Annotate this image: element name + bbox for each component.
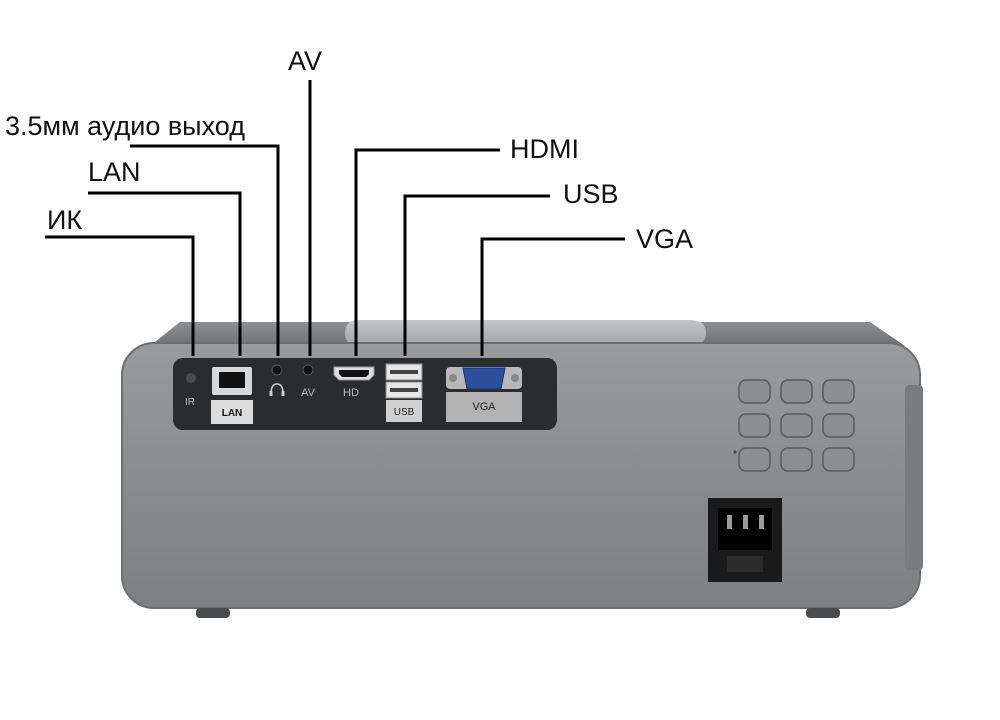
hdmi-port-socket — [339, 370, 369, 377]
leader-vga — [480, 237, 625, 356]
keypad-button-3 — [822, 379, 855, 404]
lan-label-plate — [211, 400, 253, 424]
top-lens-plate — [345, 320, 706, 346]
ir-sensor — [186, 373, 196, 383]
keypad-button-2 — [780, 379, 813, 404]
foot-left — [196, 608, 230, 618]
panel-label-usb: USB — [394, 407, 415, 418]
callout-lan: LAN — [88, 157, 141, 187]
callout-vga: VGA — [636, 224, 694, 254]
panel-label-lan: LAN — [222, 408, 243, 419]
panel-label-av: AV — [301, 387, 316, 399]
panel-label-ir: IR — [185, 397, 195, 408]
leader-usb — [403, 194, 550, 356]
keypad-button-7 — [738, 447, 771, 472]
keypad-button-9 — [822, 447, 855, 472]
callout-audio: 3.5мм аудио выход — [5, 111, 245, 141]
audio-jack — [271, 364, 283, 376]
keypad-indicator — [733, 450, 737, 454]
lan-port-socket — [219, 372, 245, 388]
connector-panel: IR LAN AV HD USB VGA — [173, 358, 557, 430]
keypad-button-4 — [738, 413, 771, 438]
panel-label-vga: VGA — [472, 401, 496, 413]
vga-port — [462, 367, 506, 390]
panel-label-hd: HD — [343, 387, 359, 399]
leader-lan — [88, 191, 242, 356]
headphone-icon — [269, 383, 285, 396]
callout-ir: ИК — [47, 205, 83, 235]
keypad-button-6 — [822, 413, 855, 438]
callout-usb: USB — [563, 179, 619, 209]
control-keypad — [738, 379, 855, 472]
vga-label-plate — [446, 392, 522, 422]
side-vent — [905, 385, 923, 570]
usb-label-plate — [386, 400, 422, 422]
leader-ir — [45, 235, 195, 356]
leader-hdmi — [354, 148, 500, 356]
keypad-button-8 — [780, 447, 813, 472]
av-jack — [302, 364, 314, 376]
keypad-button-5 — [780, 413, 813, 438]
power-socket-icon — [708, 498, 782, 582]
keypad-button-1 — [738, 379, 771, 404]
foot-right — [806, 608, 840, 618]
callout-av: AV — [288, 46, 323, 76]
callout-lines — [45, 80, 625, 356]
leader-audio — [130, 144, 280, 356]
callout-hdmi: HDMI — [510, 134, 579, 164]
